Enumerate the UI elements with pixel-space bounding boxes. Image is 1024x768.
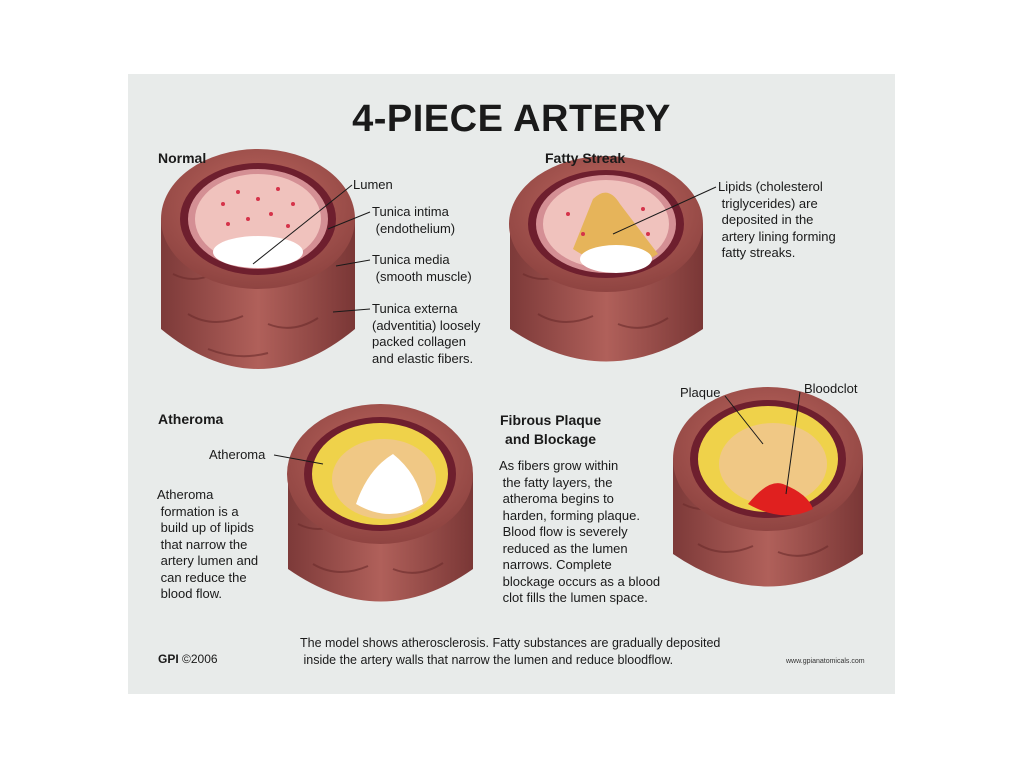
heading-fibrous-plaque: Fibrous Plaque and Blockage: [500, 412, 602, 447]
footer-website: www.gpianatomicals.com: [786, 658, 865, 665]
label-lumen: Lumen: [353, 177, 393, 192]
fibrous-plaque-description: As fibers grow within the fatty layers, …: [499, 458, 661, 605]
atheroma-artery-model: [287, 404, 473, 602]
leader-lines: [252, 184, 801, 495]
label-atheroma: Atheroma: [209, 447, 266, 462]
label-bloodclot: Bloodclot: [804, 381, 858, 396]
artery-illustrations: [161, 149, 863, 602]
label-tunica-media: Tunica media (smooth muscle): [372, 252, 472, 284]
footer-note: The model shows atherosclerosis. Fatty s…: [300, 636, 721, 667]
copyright-year: ©2006: [182, 652, 218, 666]
page-title: 4-PIECE ARTERY: [352, 98, 671, 140]
heading-fatty-streak: Fatty Streak: [545, 150, 626, 166]
brand-logo-text: GPI: [158, 652, 179, 666]
poster-board: 4-PIECE ARTERY: [128, 74, 895, 694]
label-plaque: Plaque: [680, 385, 721, 400]
heading-normal: Normal: [158, 150, 207, 166]
atheroma-description: Atheroma formation is a build up of lipi…: [157, 487, 259, 601]
heading-atheroma: Atheroma: [158, 411, 224, 427]
label-tunica-intima: Tunica intima (endothelium): [372, 204, 456, 236]
footer-copyright: GPI ©2006: [158, 652, 218, 666]
fatty-streak-artery-model: [509, 156, 703, 362]
label-lipids: Lipids (cholesterol triglycerides) are d…: [718, 179, 836, 260]
fibrous-plaque-artery-model: [673, 387, 863, 587]
normal-artery-model: [161, 149, 355, 369]
label-tunica-externa: Tunica externa (adventitia) loosely pack…: [372, 301, 481, 366]
